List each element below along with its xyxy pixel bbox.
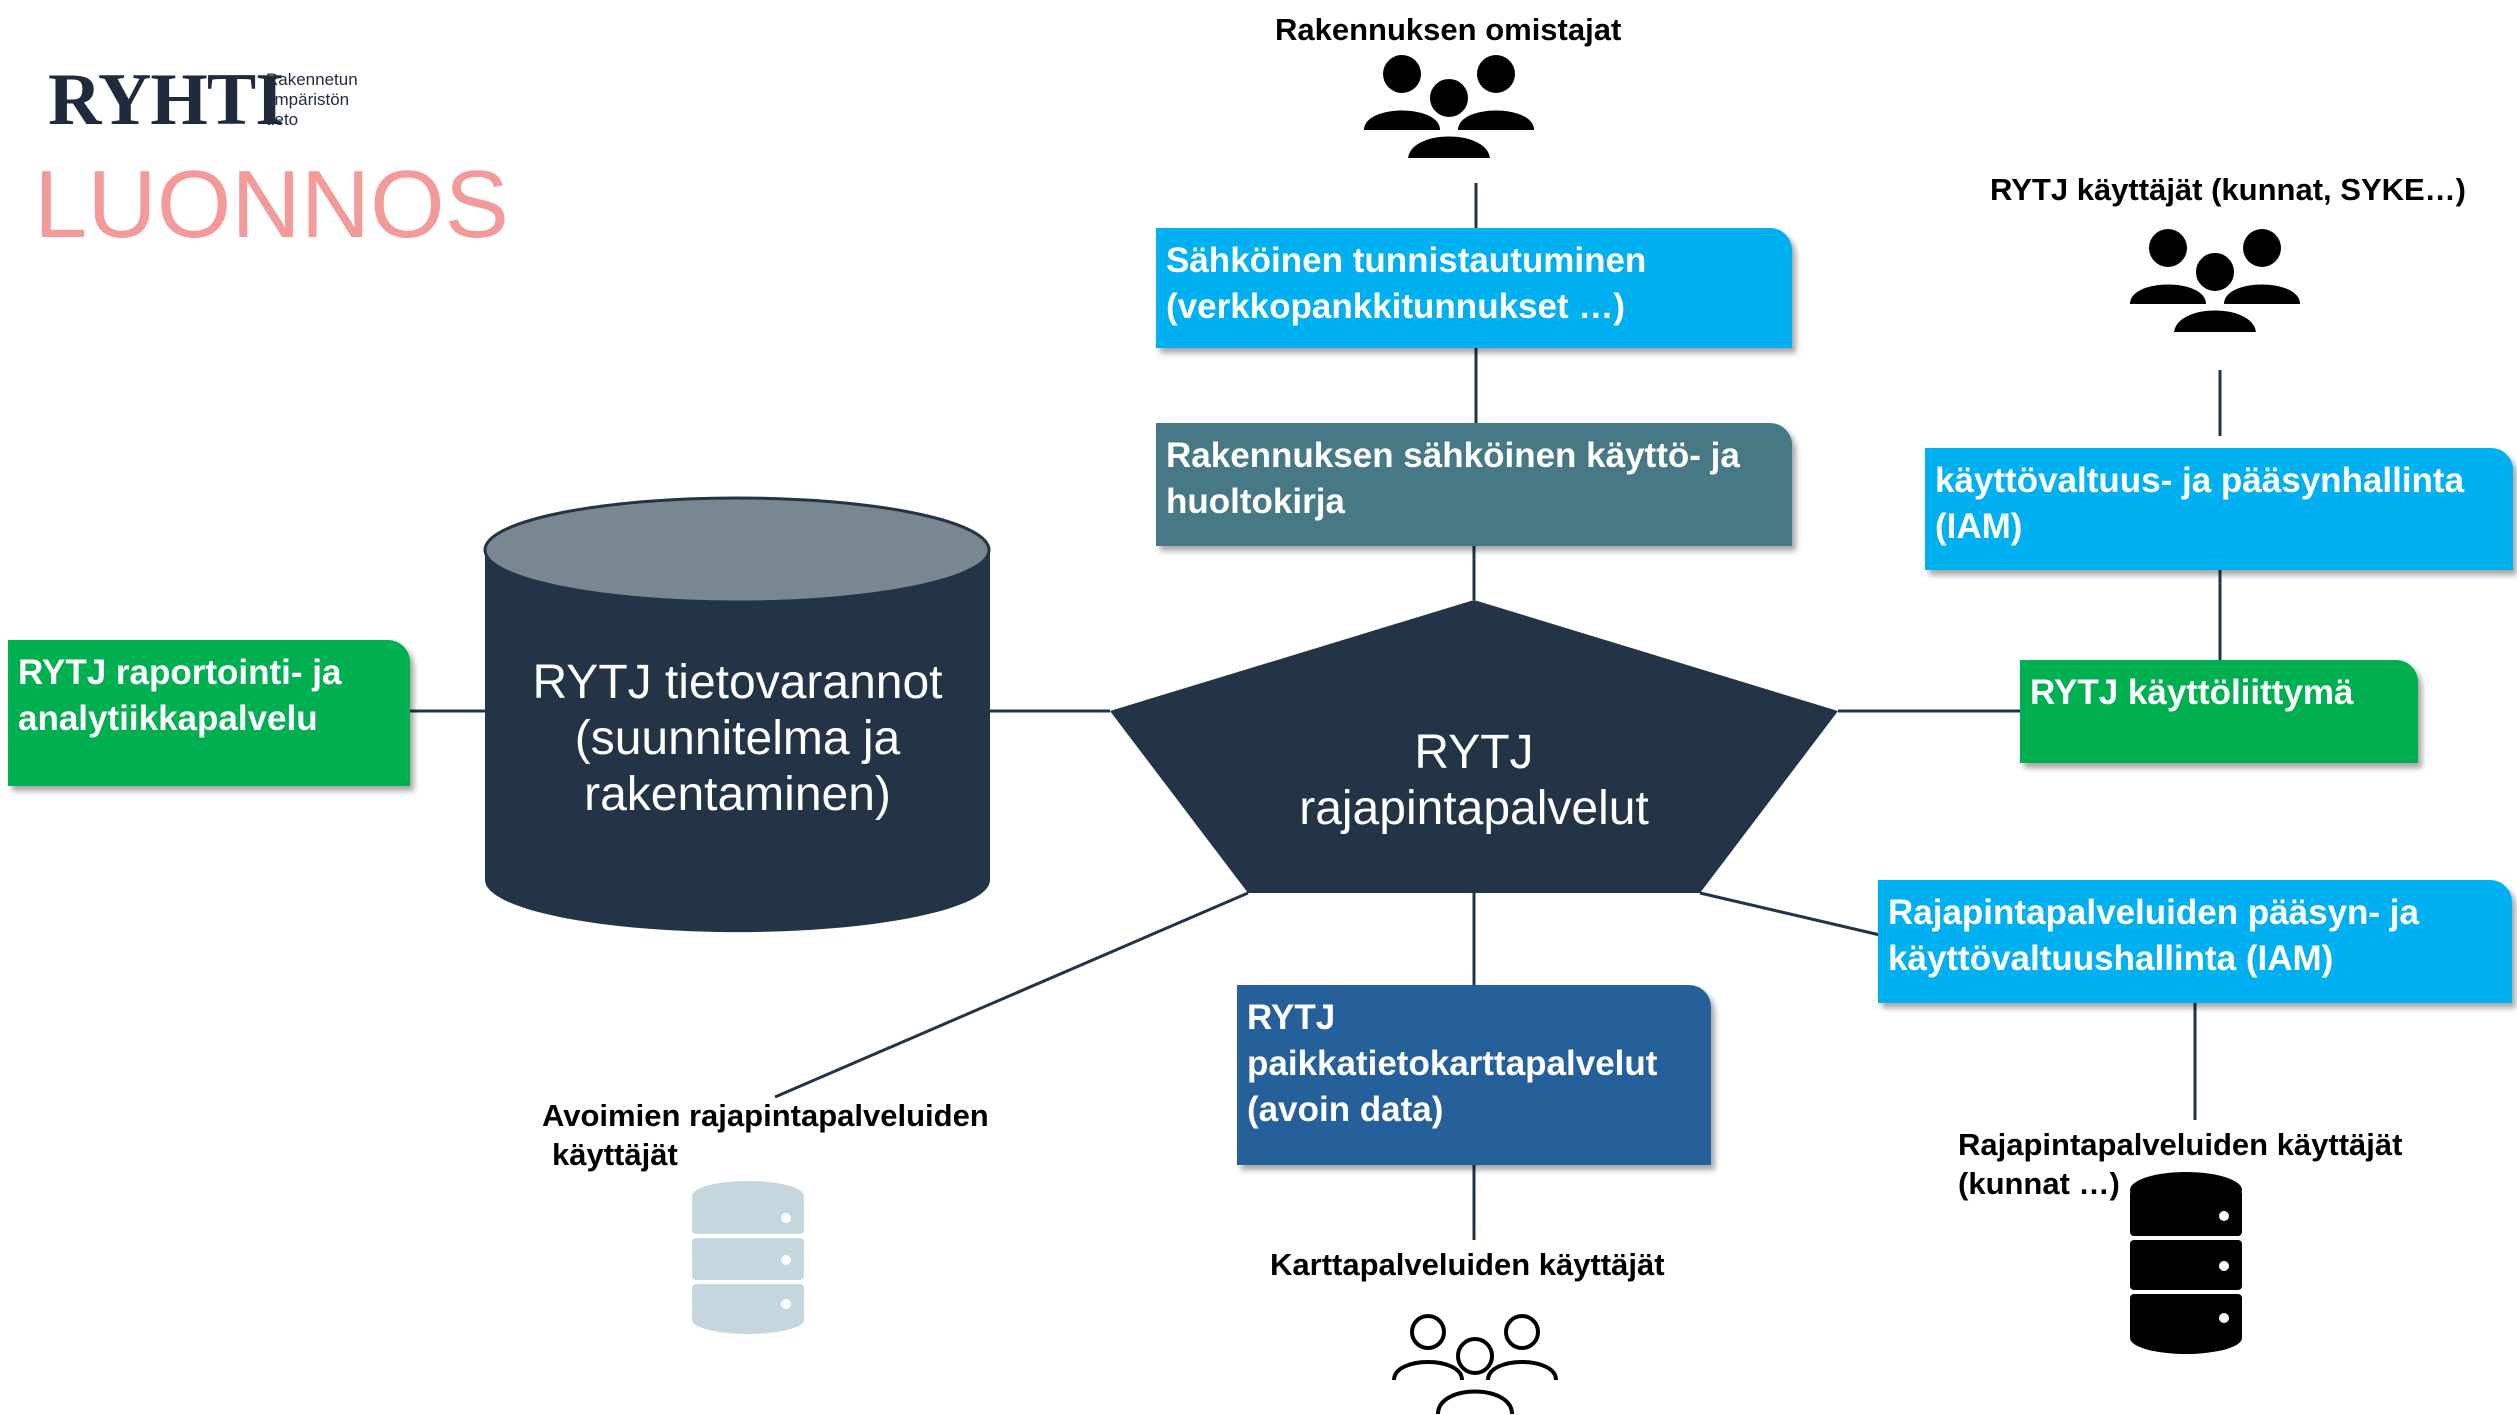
draft-label: LUONNOS bbox=[34, 151, 509, 258]
rytj-users-label: RYTJ käyttäjät (kunnat, SYKE…) bbox=[1990, 172, 2467, 207]
reporting-analytics-box: RYTJ raportointi- ja analytiikkapalvelu bbox=[8, 640, 410, 786]
api-users-label: Rajapintapalveluiden käyttäjät (kunnat …… bbox=[1958, 1127, 2403, 1201]
user-interface-box: RYTJ käyttöliittymä bbox=[2020, 660, 2418, 763]
maintenance-manual-box: Rakennuksen sähköinen käyttö- ja huoltok… bbox=[1156, 423, 1792, 546]
connector-center-openusers bbox=[774, 891, 1249, 1099]
api-services-pentagon bbox=[1110, 600, 1838, 893]
logo-subtitle: Rakennetun ympäristön tieto bbox=[266, 70, 358, 129]
database-light-icon bbox=[692, 1181, 804, 1334]
logo-wordmark: RYHTI bbox=[48, 59, 284, 141]
map-users-label: Karttapalveluiden käyttäjät bbox=[1270, 1247, 1665, 1282]
open-api-users-label: Avoimien rajapintapalveluiden käyttäjät bbox=[542, 1098, 989, 1172]
electronic-authentication-box: Sähköinen tunnistautuminen (verkkopankki… bbox=[1156, 228, 1792, 348]
building-owners-label: Rakennuksen omistajat bbox=[1275, 12, 1622, 47]
users-filled-icon bbox=[2130, 229, 2300, 336]
users-filled-icon bbox=[1364, 55, 1534, 162]
data-repository-label: RYTJ tietovarannot (suunnitelma ja raken… bbox=[532, 656, 943, 821]
database-dark-icon bbox=[2130, 1172, 2242, 1354]
data-repository-cylinder bbox=[483, 496, 991, 933]
api-access-management-box: Rajapintapalveluiden pääsyn- ja käyttöva… bbox=[1878, 880, 2512, 1003]
users-outline-icon bbox=[1392, 1314, 1558, 1414]
connector-center-apiiam bbox=[1699, 891, 1881, 937]
map-services-box: RYTJ paikkatietokarttapalvelut (avoin da… bbox=[1237, 985, 1711, 1165]
ryhti-logo: RYHTI Rakennetun ympäristön tieto bbox=[48, 60, 388, 140]
api-services-label: RYTJ rajapintapalvelut bbox=[1299, 726, 1649, 835]
access-management-box: käyttövaltuus- ja pääsynhallinta (IAM) bbox=[1925, 448, 2513, 570]
